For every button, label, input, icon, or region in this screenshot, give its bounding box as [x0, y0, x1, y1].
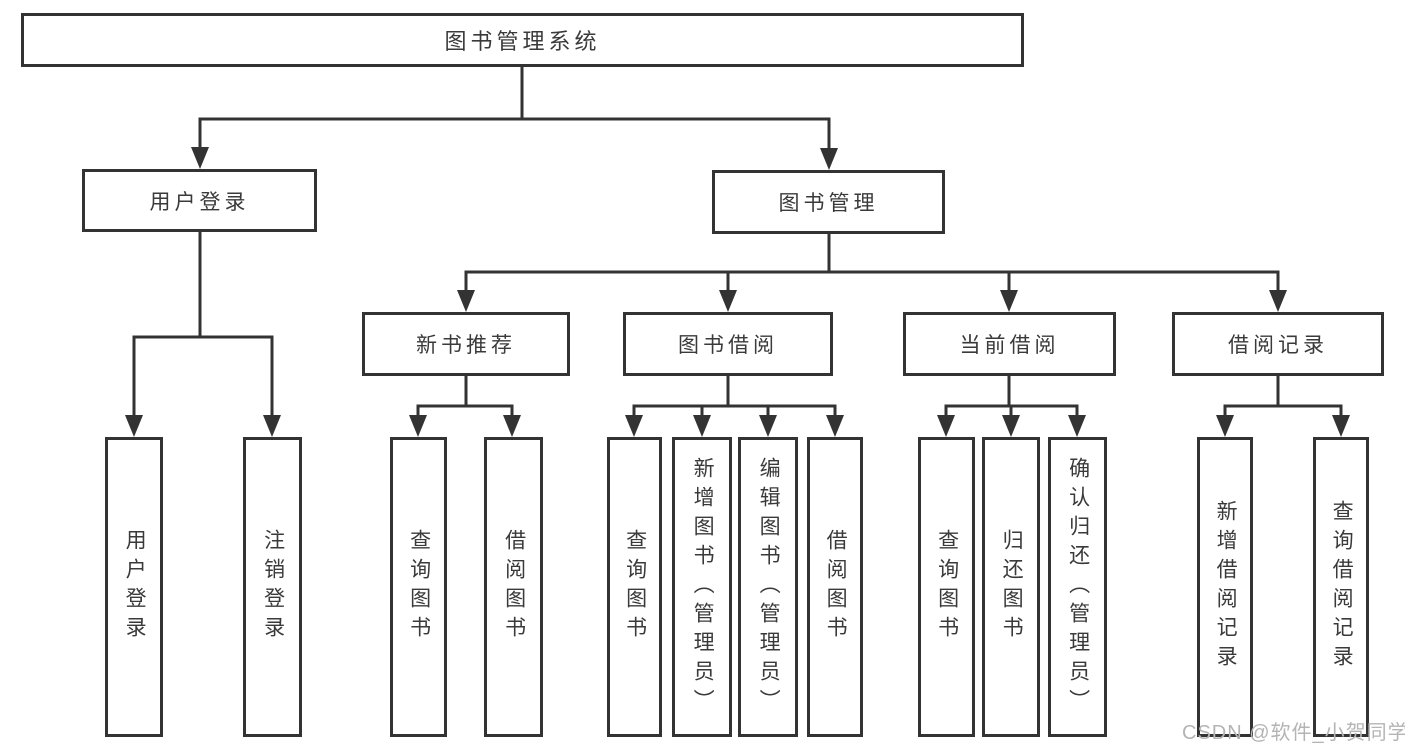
arrowheads — [125, 147, 1350, 437]
leaf-label: 查询图书 — [407, 529, 431, 645]
node-user-login: 用户登录 — [82, 169, 317, 232]
leaf-borrow-books-recommend: 借阅图书 — [484, 437, 543, 737]
node-label: 图书借阅 — [678, 334, 778, 357]
leaf-label: 借阅图书 — [502, 529, 526, 645]
leaf-confirm-return-admin: 确认归还（管理员） — [1048, 437, 1107, 737]
leaf-label: 确认归还（管理员） — [1066, 456, 1090, 718]
node-new-book-recommend: 新书推荐 — [362, 312, 570, 376]
root-label: 图书管理系统 — [444, 29, 601, 54]
leaf-label: 用户登录 — [123, 529, 147, 645]
leaf-borrow-books: 借阅图书 — [807, 437, 863, 737]
leaf-query-books-recommend: 查询图书 — [390, 437, 447, 737]
leaf-return-books: 归还图书 — [982, 437, 1040, 737]
csdn-watermark: CSDN @软件_小贺同学 — [1182, 722, 1405, 744]
leaf-label: 查询图书 — [935, 529, 959, 645]
node-book-borrowing: 图书借阅 — [623, 312, 833, 376]
leaf-label: 新增图书（管理员） — [691, 456, 715, 718]
leaf-query-borrow-record: 查询借阅记录 — [1313, 437, 1369, 737]
leaf-add-books-admin: 新增图书（管理员） — [672, 437, 732, 737]
leaf-label: 查询借阅记录 — [1330, 500, 1354, 674]
leaf-label: 归还图书 — [1000, 529, 1024, 645]
leaf-label: 注销登录 — [261, 529, 285, 645]
leaf-add-borrow-record: 新增借阅记录 — [1197, 437, 1253, 737]
node-label: 图书管理 — [778, 192, 879, 215]
node-current-borrowing: 当前借阅 — [903, 312, 1116, 376]
node-label: 当前借阅 — [959, 334, 1060, 357]
leaf-label: 查询图书 — [623, 529, 647, 645]
node-label: 新书推荐 — [416, 334, 516, 357]
leaf-label: 编辑图书（管理员） — [757, 456, 781, 718]
leaf-user-login: 用户登录 — [105, 437, 163, 737]
node-book-management: 图书管理 — [712, 170, 945, 234]
node-library-management-system: 图书管理系统 — [21, 13, 1024, 67]
node-borrowing-records: 借阅记录 — [1172, 312, 1384, 376]
leaf-logout: 注销登录 — [243, 437, 302, 737]
node-label: 借阅记录 — [1228, 334, 1328, 357]
leaf-label: 新增借阅记录 — [1214, 500, 1238, 674]
node-label: 用户登录 — [149, 190, 250, 214]
leaf-query-books-current: 查询图书 — [918, 437, 975, 737]
leaf-query-books-borrowing: 查询图书 — [607, 437, 662, 737]
leaf-label: 借阅图书 — [824, 529, 848, 645]
leaf-edit-books-admin: 编辑图书（管理员） — [738, 437, 798, 737]
